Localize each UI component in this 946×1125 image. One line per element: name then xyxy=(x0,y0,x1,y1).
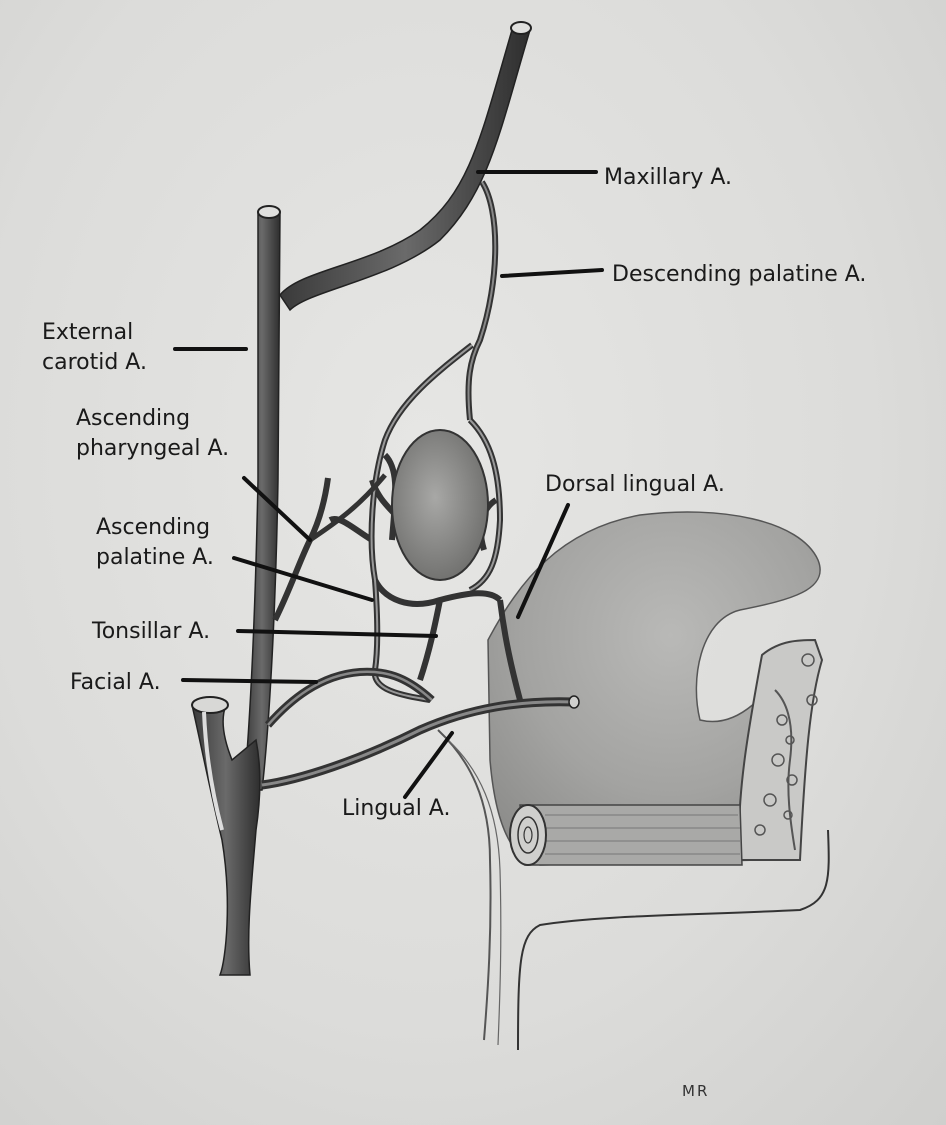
label-external-carotid-artery: External carotid A. xyxy=(42,320,147,375)
label-facial-artery: Facial A. xyxy=(70,670,161,695)
descending-palatine-artery xyxy=(465,180,499,421)
label-tonsillar-artery: Tonsillar A. xyxy=(92,619,211,644)
label-ascending-pharyngeal-artery: Ascending pharyngeal A. xyxy=(76,406,230,461)
label-descending-palatine-artery: Descending palatine A. xyxy=(612,262,867,287)
leader-lines xyxy=(173,170,604,799)
hyoid-muscle xyxy=(519,804,743,866)
common-carotid xyxy=(191,704,261,976)
label-lingual-artery: Lingual A. xyxy=(342,796,451,821)
mandible-section xyxy=(738,638,824,861)
external-carotid-artery xyxy=(243,211,281,791)
label-dorsal-lingual-artery: Dorsal lingual A. xyxy=(545,472,725,497)
label-ascending-palatine-artery: Ascending palatine A. xyxy=(96,515,214,570)
ascending-pharyngeal-artery xyxy=(272,477,331,622)
label-maxillary-artery: Maxillary A. xyxy=(604,165,733,190)
artist-signature: MR xyxy=(682,1082,710,1100)
palatine-tonsil xyxy=(391,429,489,581)
